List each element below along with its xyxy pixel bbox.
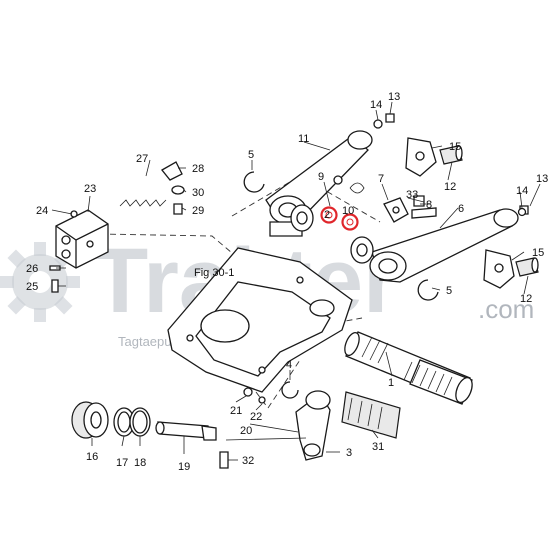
callout-29[interactable]: 29 bbox=[192, 205, 204, 217]
link-7 bbox=[383, 195, 437, 223]
highlight-part-2[interactable] bbox=[320, 206, 338, 224]
watermark-domain: .com bbox=[478, 294, 534, 324]
housing: Fig 30-1 bbox=[167, 247, 353, 393]
leader-lines bbox=[51, 101, 541, 461]
callout-27[interactable]: 27 bbox=[136, 153, 148, 165]
snap-rings bbox=[243, 171, 439, 301]
callout-6[interactable]: 6 bbox=[458, 203, 464, 215]
callout-13[interactable]: 13 bbox=[388, 91, 400, 103]
callout-11[interactable]: 11 bbox=[298, 133, 309, 145]
callout-33[interactable]: 33 bbox=[406, 189, 418, 201]
callout-25[interactable]: 25 bbox=[26, 281, 38, 293]
bearing-16 bbox=[71, 401, 109, 439]
callout-12b[interactable]: 12 bbox=[520, 293, 532, 305]
callout-7[interactable]: 7 bbox=[378, 173, 384, 185]
callout-30[interactable]: 30 bbox=[192, 187, 204, 199]
callout-8[interactable]: 8 bbox=[426, 199, 432, 211]
callout-15[interactable]: 15 bbox=[449, 141, 461, 153]
callout-5b[interactable]: 5 bbox=[446, 285, 452, 297]
plate-31 bbox=[341, 391, 401, 439]
callout-15b[interactable]: 15 bbox=[532, 247, 544, 259]
figure-ref-label: Fig 30-1 bbox=[194, 267, 234, 279]
valve-block bbox=[49, 209, 109, 293]
spring-27 bbox=[119, 161, 185, 215]
callout-5[interactable]: 5 bbox=[248, 149, 254, 161]
callout-10[interactable]: 10 bbox=[342, 205, 354, 217]
callout-17[interactable]: 17 bbox=[116, 457, 128, 469]
callout-21[interactable]: 21 bbox=[230, 405, 242, 417]
bushings bbox=[290, 175, 374, 264]
callout-18[interactable]: 18 bbox=[134, 457, 146, 469]
callout-12[interactable]: 12 bbox=[444, 181, 456, 193]
arm-3 bbox=[219, 381, 331, 469]
o-ring-18 bbox=[129, 407, 151, 437]
bracket-lower bbox=[483, 249, 539, 289]
callout-24[interactable]: 24 bbox=[36, 205, 48, 217]
callout-23[interactable]: 23 bbox=[84, 183, 96, 195]
callout-19[interactable]: 19 bbox=[178, 461, 190, 473]
callout-32[interactable]: 32 bbox=[242, 455, 254, 467]
bracket-upper bbox=[405, 137, 463, 177]
callout-2[interactable]: 2 bbox=[324, 209, 330, 221]
callout-22[interactable]: 22 bbox=[250, 411, 262, 423]
callout-31[interactable]: 31 bbox=[372, 441, 384, 453]
callout-14[interactable]: 14 bbox=[370, 99, 382, 111]
callout-16[interactable]: 16 bbox=[86, 451, 98, 463]
callout-26[interactable]: 26 bbox=[26, 263, 38, 275]
shaft bbox=[344, 331, 473, 405]
callout-28[interactable]: 28 bbox=[192, 163, 204, 175]
callouts: 13 14 11 15 5 27 28 9 7 12 30 23 33 14 1… bbox=[26, 91, 548, 473]
callout-9[interactable]: 9 bbox=[318, 171, 324, 183]
highlight-part-10[interactable] bbox=[341, 213, 359, 231]
callout-4[interactable]: 4 bbox=[286, 359, 292, 371]
watermark-tagline: Tagtaepulis bbox=[118, 334, 184, 349]
callout-3[interactable]: 3 bbox=[346, 447, 352, 459]
lift-arm-lower bbox=[369, 208, 519, 283]
callout-20[interactable]: 20 bbox=[240, 425, 252, 437]
callout-14b[interactable]: 14 bbox=[516, 185, 528, 197]
pin-19 bbox=[155, 421, 217, 441]
callout-1[interactable]: 1 bbox=[388, 377, 394, 389]
callout-13b[interactable]: 13 bbox=[536, 173, 548, 185]
